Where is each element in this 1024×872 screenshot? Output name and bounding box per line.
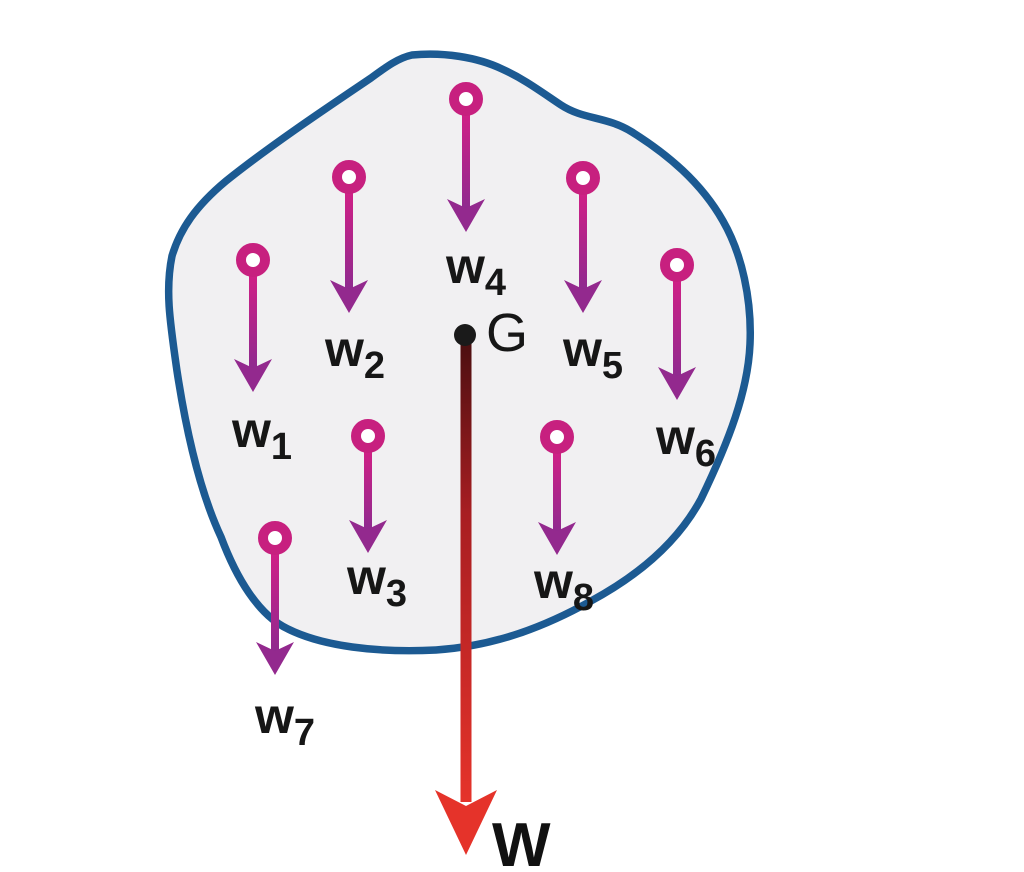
weight-arrowhead-icon [564,280,602,313]
resultant-arrowhead-icon [435,790,497,855]
resultant-label: W [492,811,551,872]
weight-ring-icon [449,82,483,116]
weight-label-w8: w8 [533,553,594,619]
weight-shaft [462,115,470,210]
weight-arrowhead-icon [349,520,387,553]
weight-shaft [553,453,561,533]
weight-label-w3: w3 [346,549,407,615]
weight-arrowhead-icon [538,522,576,555]
rigid-body-outline [164,50,755,655]
weight-arrow-w4 [447,82,485,232]
weight-shaft [579,194,587,291]
resultant-arrow-shaft [460,338,472,802]
weight-arrowhead-icon [330,280,368,313]
weight-arrowhead-icon [447,199,485,232]
center-of-gravity-dot [454,324,476,346]
weight-arrow-w5 [564,161,602,313]
weight-arrow-w2 [330,160,368,313]
resultant-weight-arrow [435,338,497,855]
weight-arrow-w1 [234,243,272,392]
weight-label-w1: w1 [231,402,292,468]
weight-ring-icon [236,243,270,277]
weight-label-w6: w6 [655,409,716,475]
weight-arrowhead-icon [658,367,696,400]
weight-shaft [249,276,257,370]
weight-ring-icon [258,521,292,555]
weight-shaft [364,452,372,531]
weight-arrow-w8 [538,420,576,555]
weight-label-w4: w4 [445,238,506,304]
weight-shaft [271,554,279,653]
weight-arrow-w7 [256,521,294,675]
center-of-gravity-label: G [486,303,528,363]
weight-arrowhead-icon [256,642,294,675]
weight-shaft [345,193,353,291]
weight-label-w7: w7 [254,688,315,754]
weight-ring-icon [332,160,366,194]
weight-ring-icon [660,248,694,282]
weight-ring-icon [540,420,574,454]
weight-ring-icon [566,161,600,195]
weight-arrow-w3 [349,419,387,553]
weight-shaft [673,281,681,378]
weight-arrow-w6 [658,248,696,400]
weight-label-w2: w2 [324,321,385,387]
weight-arrowhead-icon [234,359,272,392]
weight-label-w5: w5 [562,321,623,387]
weight-ring-icon [351,419,385,453]
